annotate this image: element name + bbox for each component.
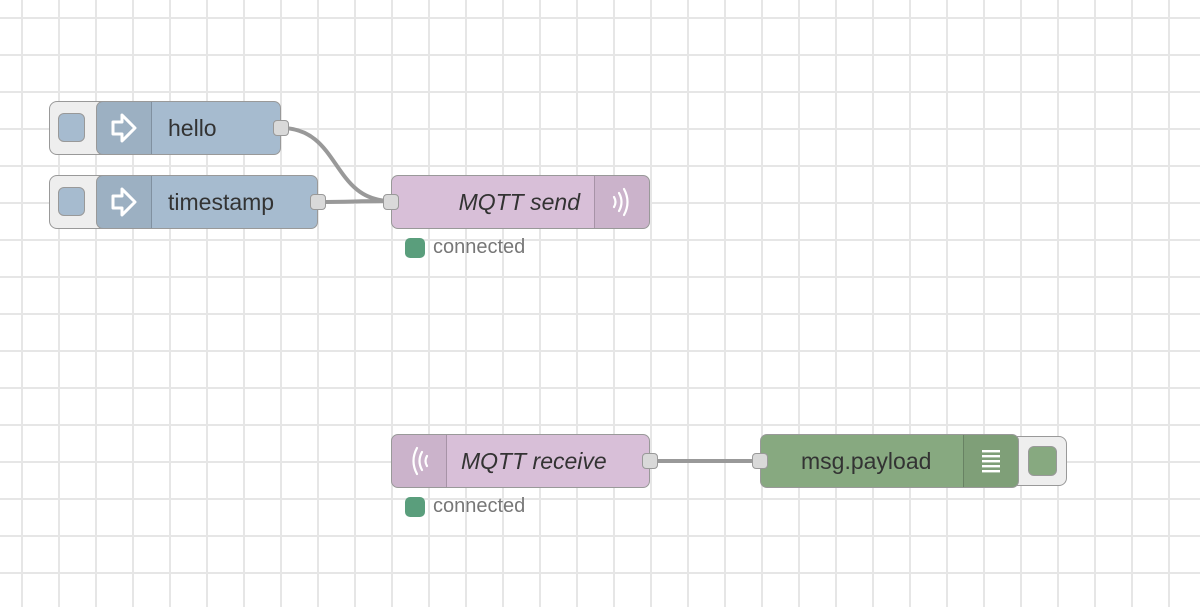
mqtt-out-node[interactable]: MQTT send [391, 175, 650, 229]
input-port-mqtt-send[interactable] [383, 194, 399, 210]
inject-button-hello-inner [58, 113, 85, 142]
status-mqtt-receive: connected [405, 495, 525, 518]
wireless-icon [594, 176, 649, 228]
arrow-in-icon [97, 102, 152, 154]
status-dot [405, 237, 425, 258]
arrow-in-icon [97, 176, 152, 228]
inject-node-hello[interactable]: hello [96, 101, 281, 155]
mqtt-in-node[interactable]: MQTT receive [391, 434, 650, 488]
node-label-debug: msg.payload [801, 447, 932, 474]
status-text: connected [433, 495, 526, 517]
debug-toggle-inner [1028, 446, 1057, 476]
input-port-debug[interactable] [752, 453, 768, 469]
status-dot [405, 496, 425, 517]
node-label-hello: hello [168, 114, 217, 141]
status-mqtt-send: connected [405, 236, 525, 259]
debug-node[interactable]: msg.payload [760, 434, 1019, 488]
list-icon [963, 435, 1018, 487]
output-port-timestamp[interactable] [310, 194, 326, 210]
wire-hello-to-mqtt-send[interactable] [280, 126, 392, 203]
node-label-timestamp: timestamp [168, 188, 275, 215]
output-port-hello[interactable] [273, 120, 289, 136]
status-text: connected [433, 236, 526, 258]
wire-timestamp-to-mqtt-send[interactable] [317, 199, 392, 204]
inject-button-timestamp-inner [58, 187, 85, 216]
inject-node-timestamp[interactable]: timestamp [96, 175, 318, 229]
node-label-mqtt-send: MQTT send [458, 188, 580, 215]
node-label-mqtt-receive: MQTT receive [461, 447, 607, 474]
wireless-icon [392, 435, 447, 487]
output-port-mqtt-receive[interactable] [642, 453, 658, 469]
